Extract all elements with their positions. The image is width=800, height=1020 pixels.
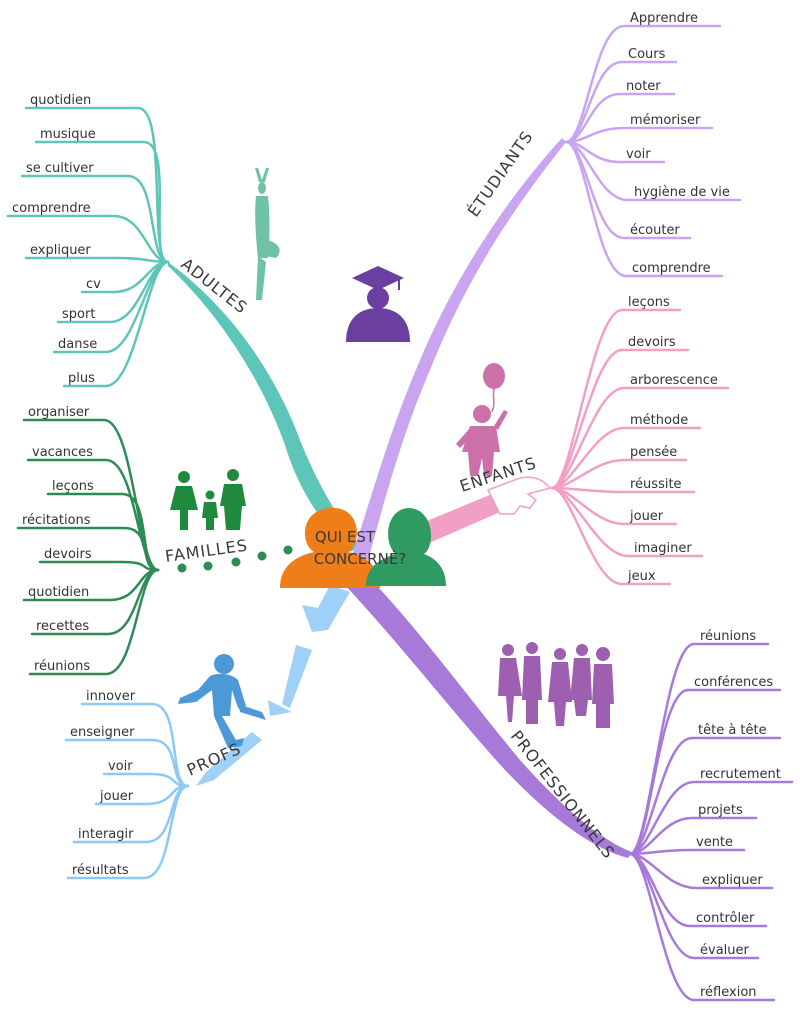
etudiants-trunk [352, 138, 566, 560]
enfants-item: jeux [627, 569, 656, 584]
professionnels-item: tête à tête [698, 723, 767, 738]
profs-item: voir [108, 759, 133, 774]
professionnels-item: conférences [694, 675, 773, 690]
professionnels-item: vente [696, 835, 733, 850]
etudiants-item: mémoriser [630, 113, 701, 128]
etudiants-item: hygiène de vie [634, 185, 730, 200]
branch-label-etudiants: ÉTUDIANTS [464, 127, 537, 220]
enfants-item: jouer [629, 509, 664, 524]
etudiants-item: Apprendre [630, 11, 698, 26]
enfants-item: devoirs [628, 335, 676, 350]
profs-item: innover [86, 689, 136, 704]
professionnels-item: recrutement [700, 767, 781, 782]
adultes-item: cv [86, 277, 101, 292]
familles-item: quotidien [28, 585, 89, 600]
business-people-icon [498, 642, 614, 728]
adultes-twig [26, 258, 168, 262]
adultes-item: se cultiver [26, 161, 94, 176]
professionnels-item: expliquer [702, 873, 763, 888]
professionnels-item: réflexion [700, 985, 757, 1000]
familles-item: organiser [28, 405, 90, 420]
professionnels-item: évaluer [700, 943, 750, 958]
family-icon [170, 469, 246, 530]
etudiants-item: noter [626, 79, 661, 94]
adultes-item: expliquer [30, 243, 91, 258]
yoga-person-icon [255, 168, 280, 300]
adultes-item: sport [62, 307, 95, 322]
etudiants-item: comprendre [632, 261, 711, 276]
professionnels-twig [630, 850, 744, 854]
profs-item: interagir [78, 827, 134, 842]
familles-item: vacances [32, 445, 93, 460]
profs-twig [104, 774, 188, 786]
familles-item: recettes [36, 619, 89, 634]
adultes-item: quotidien [30, 93, 91, 108]
center-title-line1: QUI EST [315, 528, 376, 546]
familles-item: réunions [34, 659, 90, 674]
etudiants-item: voir [626, 147, 651, 162]
etudiants-item: Cours [628, 47, 666, 62]
enfants-item: réussite [630, 477, 682, 492]
professionnels-item: contrôler [696, 911, 755, 926]
professionnels-item: projets [698, 803, 743, 818]
enfants-item: méthode [630, 413, 688, 428]
enfants-item: leçons [628, 295, 670, 310]
profs-item: enseigner [70, 725, 135, 740]
profs-arrow-2 [268, 645, 312, 716]
profs-arrow-1 [302, 585, 350, 632]
familles-item: leçons [52, 479, 94, 494]
profs-item: jouer [99, 789, 134, 804]
adultes-item: danse [58, 337, 97, 352]
enfants-item: pensée [630, 445, 677, 460]
etudiants-item: écouter [630, 223, 680, 238]
professionnels-item: réunions [700, 629, 756, 644]
familles-twig [40, 562, 158, 570]
child-balloon-icon [456, 363, 508, 476]
branch-label-professionnels: PROFESSIONNELS [507, 727, 619, 863]
familles-item: devoirs [44, 547, 92, 562]
adultes-item: musique [40, 127, 96, 142]
center-title-line2: CONCERNÉ? [314, 549, 407, 568]
etudiants-twig [566, 128, 712, 142]
adultes-item: plus [68, 371, 95, 386]
familles-item: récitations [22, 513, 91, 528]
graduate-icon [346, 266, 410, 342]
enfants-item: arborescence [630, 373, 718, 388]
profs-item: résultats [72, 863, 129, 878]
enfants-item: imaginer [634, 541, 692, 556]
adultes-item: comprendre [12, 201, 91, 216]
